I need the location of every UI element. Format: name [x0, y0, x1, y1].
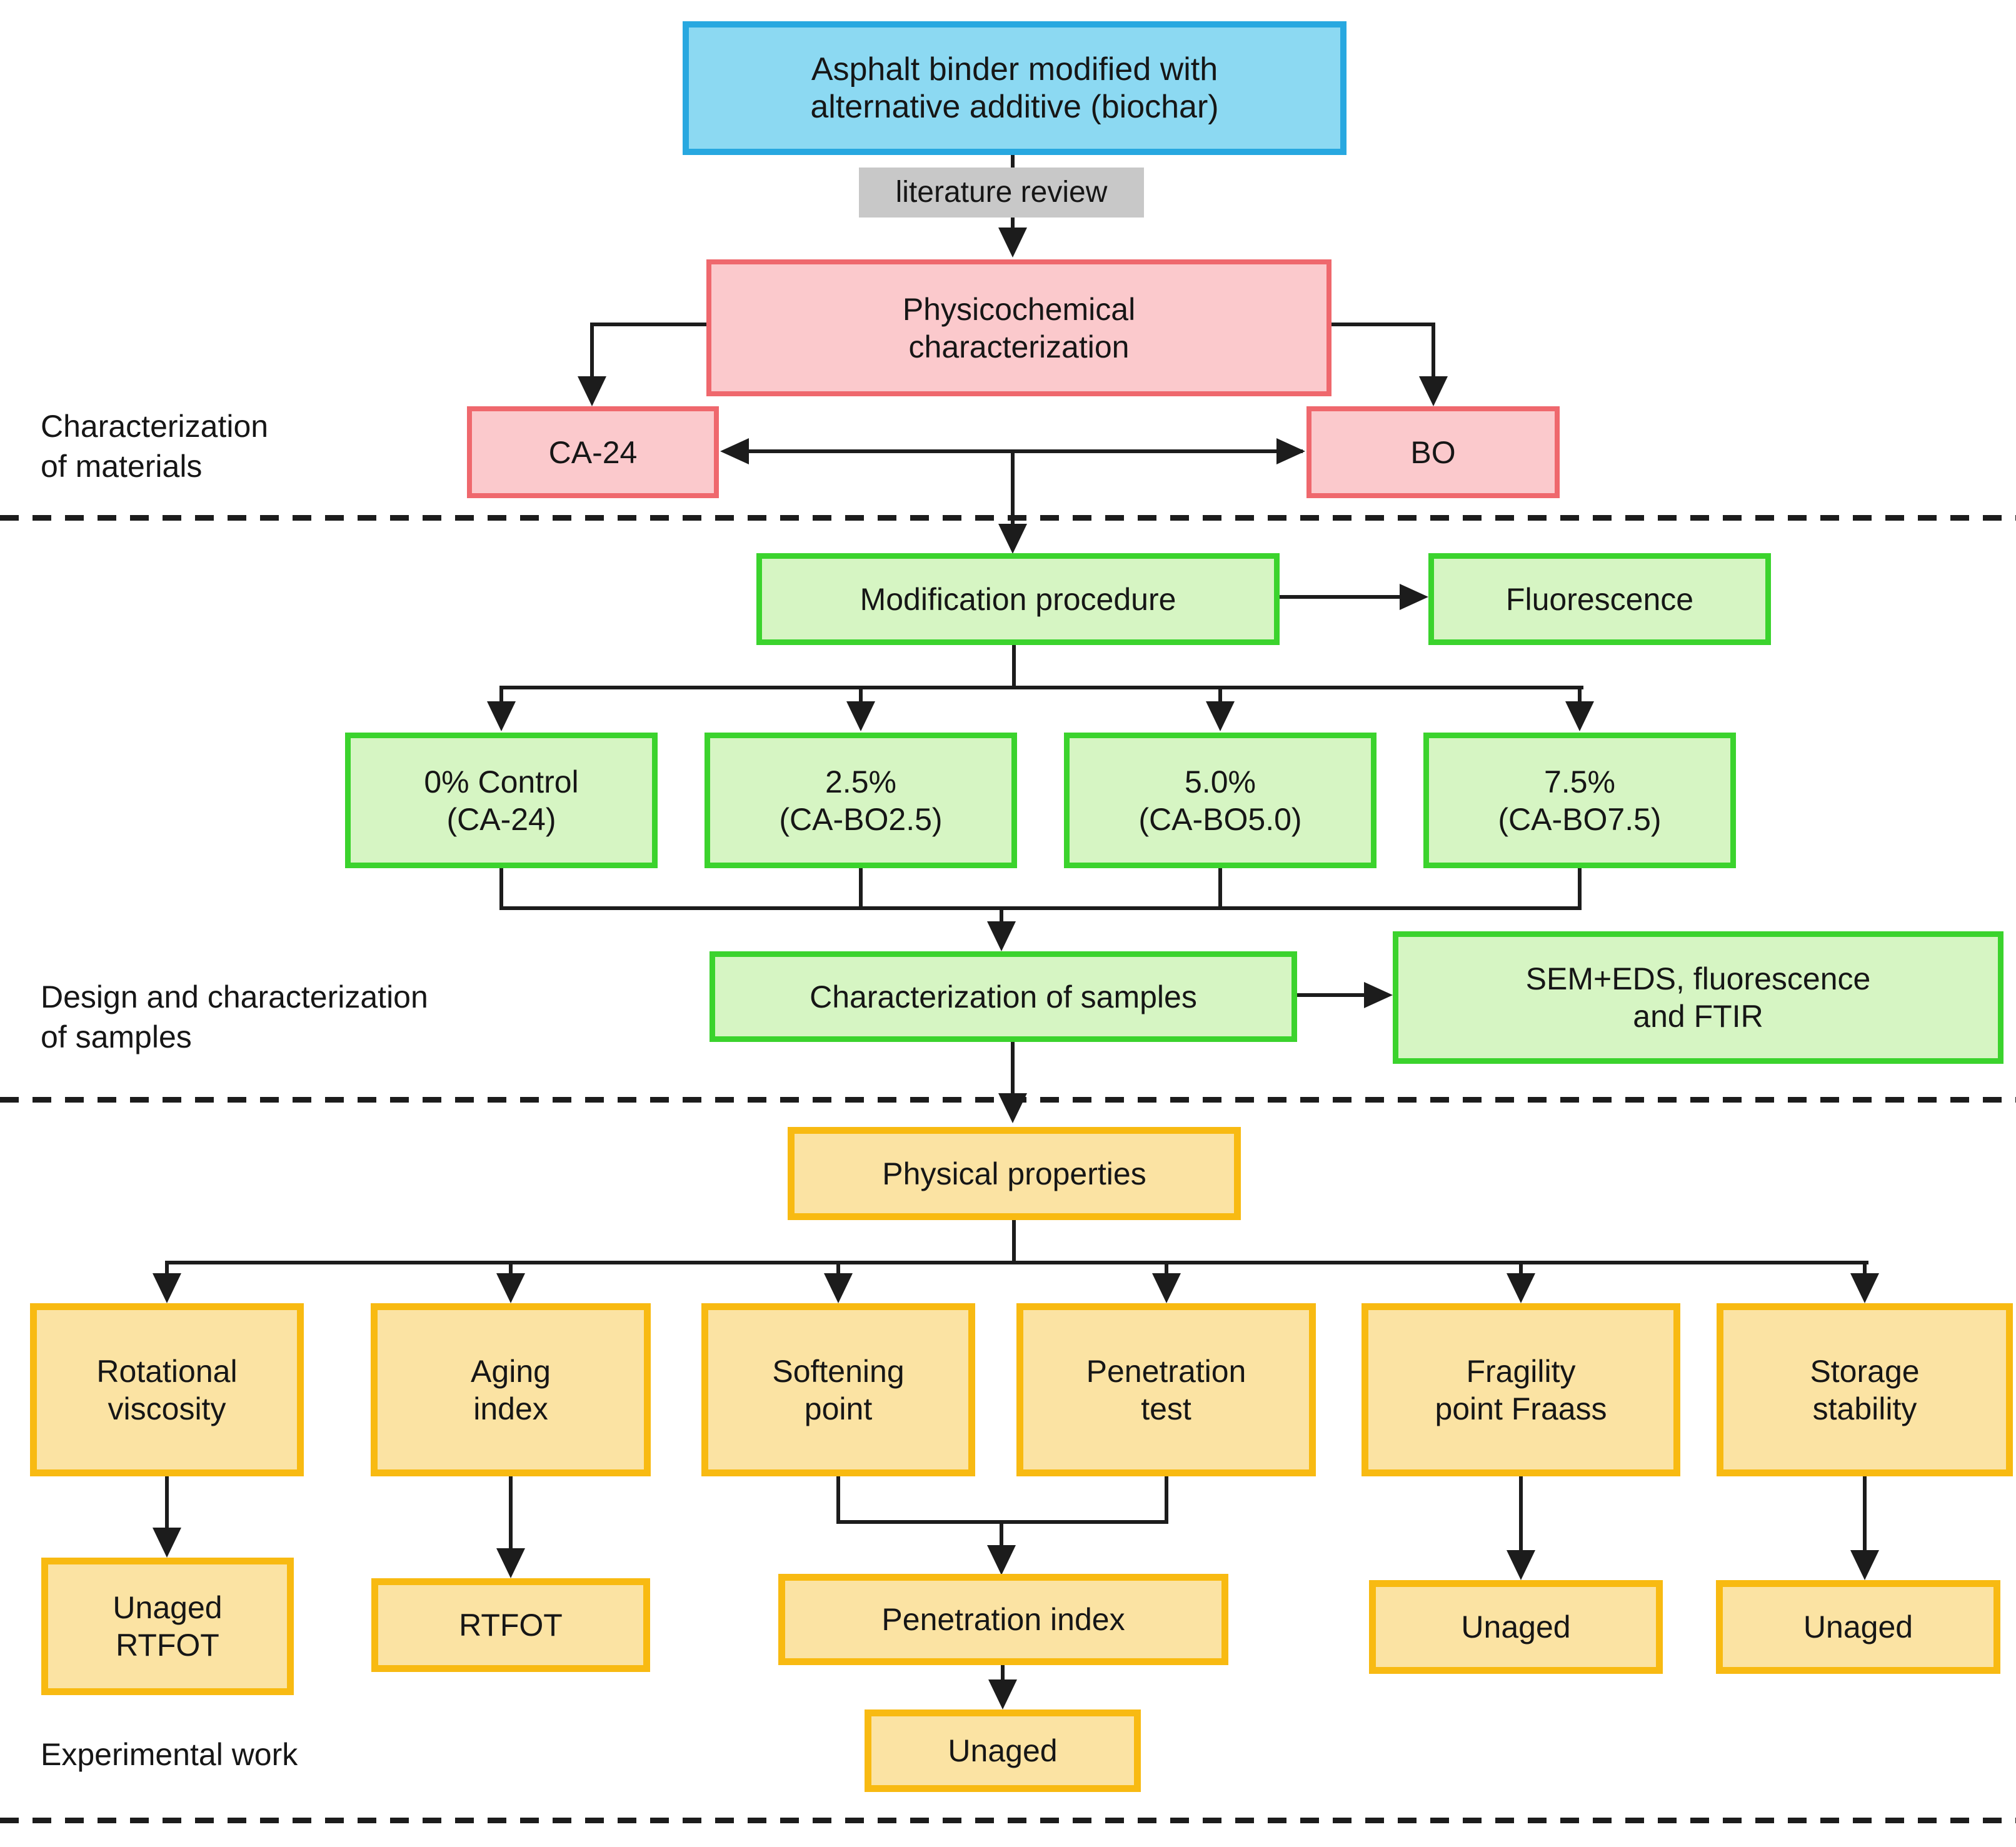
- connector-line: [1578, 867, 1582, 908]
- connector-line: [509, 1475, 513, 1548]
- connector-line: [1001, 1664, 1005, 1679]
- node-ca24: CA-24: [467, 406, 719, 498]
- arrowhead-right-icon: [1364, 982, 1393, 1008]
- arrowhead-down-icon: [1419, 376, 1448, 406]
- arrowhead-right-icon: [1400, 584, 1428, 610]
- connector-line: [1218, 686, 1222, 701]
- node-physicochemical-characterization: Physicochemical characterization: [706, 259, 1331, 396]
- node-rotational-viscosity: Rotational viscosity: [30, 1303, 304, 1476]
- connector-line: [165, 1261, 169, 1274]
- section-separator-3: [0, 1818, 2016, 1823]
- node-2-5-percent: 2.5% (CA-BO2.5): [705, 733, 1017, 868]
- node-fragility-point-fraass: Fragility point Fraass: [1362, 1303, 1680, 1476]
- node-softening-point: Softening point: [701, 1303, 975, 1476]
- node-7-5-percent: 7.5% (CA-BO7.5): [1423, 733, 1736, 868]
- connector-line: [165, 1261, 1868, 1264]
- node-unaged-storage: Unaged: [1716, 1580, 2000, 1674]
- arrowhead-down-icon: [988, 1679, 1017, 1709]
- node-unaged-penetration-index: Unaged: [865, 1709, 1141, 1792]
- connector-line: [1011, 1041, 1015, 1093]
- connector-line: [836, 1261, 840, 1274]
- arrowhead-down-icon: [496, 1548, 525, 1578]
- section-label-materials: Characterization of materials: [41, 409, 269, 484]
- node-penetration-test: Penetration test: [1016, 1303, 1316, 1476]
- arrowhead-down-icon: [987, 1545, 1016, 1575]
- arrowhead-down-icon: [998, 1093, 1027, 1123]
- connector-line: [1578, 686, 1582, 701]
- arrowhead-down-icon: [1850, 1273, 1879, 1303]
- node-physical-properties: Physical properties: [788, 1127, 1241, 1220]
- connector-line: [499, 686, 503, 701]
- node-characterization-of-samples: Characterization of samples: [710, 951, 1297, 1042]
- connector-line: [859, 867, 863, 908]
- node-rtfot: RTFOT: [371, 1578, 650, 1672]
- connector-line: [1012, 644, 1016, 686]
- node-asphalt-binder: Asphalt binder modified with alternative…: [683, 21, 1347, 155]
- connector-line: [1863, 1475, 1867, 1550]
- connector-line: [1330, 323, 1433, 326]
- connector-line: [1000, 906, 1003, 921]
- connector-line: [1863, 1261, 1867, 1274]
- connector-line: [1011, 451, 1015, 524]
- connector-line: [1165, 1261, 1168, 1274]
- connector-line: [499, 867, 503, 908]
- connector-line: [1432, 323, 1435, 376]
- node-storage-stability: Storage stability: [1717, 1303, 2013, 1476]
- arrowhead-down-icon: [1152, 1273, 1181, 1303]
- connector-line: [590, 323, 594, 376]
- node-sem-eds-ftir: SEM+EDS, fluorescence and FTIR: [1393, 931, 2003, 1064]
- arrowhead-down-icon: [578, 376, 606, 406]
- node-unaged-fragility: Unaged: [1369, 1580, 1663, 1674]
- connector-line: [499, 906, 1582, 910]
- node-modification-procedure: Modification procedure: [756, 553, 1280, 645]
- arrowhead-down-icon: [824, 1273, 853, 1303]
- arrowhead-down-icon: [1565, 701, 1594, 731]
- section-separator-1: [0, 515, 2016, 521]
- arrowhead-down-icon: [998, 228, 1027, 258]
- arrowhead-down-icon: [846, 701, 875, 731]
- connector-line: [1011, 215, 1015, 229]
- node-unaged-rtfot: Unaged RTFOT: [41, 1558, 294, 1695]
- arrowhead-down-icon: [1850, 1550, 1879, 1580]
- arrowhead-left-icon: [720, 438, 749, 464]
- arrowhead-down-icon: [1507, 1273, 1535, 1303]
- section-label-design: Design and characterization of samples: [41, 979, 428, 1054]
- arrowhead-down-icon: [487, 701, 516, 731]
- arrowhead-down-icon: [987, 921, 1016, 951]
- node-fluorescence: Fluorescence: [1428, 553, 1771, 645]
- connector-line: [1519, 1475, 1523, 1550]
- arrowhead-down-icon: [153, 1528, 181, 1558]
- arrowhead-down-icon: [496, 1273, 525, 1303]
- connector-line: [859, 686, 863, 701]
- connector-line: [748, 449, 1303, 453]
- section-label-experimental: Experimental work: [41, 1737, 298, 1772]
- node-bo: BO: [1306, 406, 1560, 498]
- connector-line: [1218, 867, 1222, 908]
- node-penetration-index: Penetration index: [778, 1574, 1228, 1665]
- arrowhead-down-icon: [1206, 701, 1235, 731]
- connector-line: [165, 1475, 169, 1528]
- connector-line: [509, 1261, 513, 1274]
- connector-line: [1000, 1520, 1003, 1545]
- connector-line: [1519, 1261, 1523, 1274]
- connector-line: [1011, 155, 1015, 170]
- connector-line: [836, 1475, 840, 1524]
- arrowhead-down-icon: [998, 524, 1027, 554]
- connector-line: [1012, 1219, 1016, 1261]
- arrowhead-right-icon: [1276, 438, 1305, 464]
- connector-line: [499, 686, 1583, 689]
- node-0-percent-control: 0% Control (CA-24): [345, 733, 658, 868]
- connector-line: [1297, 993, 1366, 997]
- node-5-0-percent: 5.0% (CA-BO5.0): [1064, 733, 1377, 868]
- connector-line: [1165, 1475, 1168, 1524]
- connector-line: [1280, 595, 1402, 599]
- connector-line: [592, 323, 708, 326]
- arrowhead-down-icon: [153, 1273, 181, 1303]
- node-literature-review: literature review: [859, 168, 1144, 218]
- node-aging-index: Aging index: [371, 1303, 651, 1476]
- arrowhead-down-icon: [1507, 1550, 1535, 1580]
